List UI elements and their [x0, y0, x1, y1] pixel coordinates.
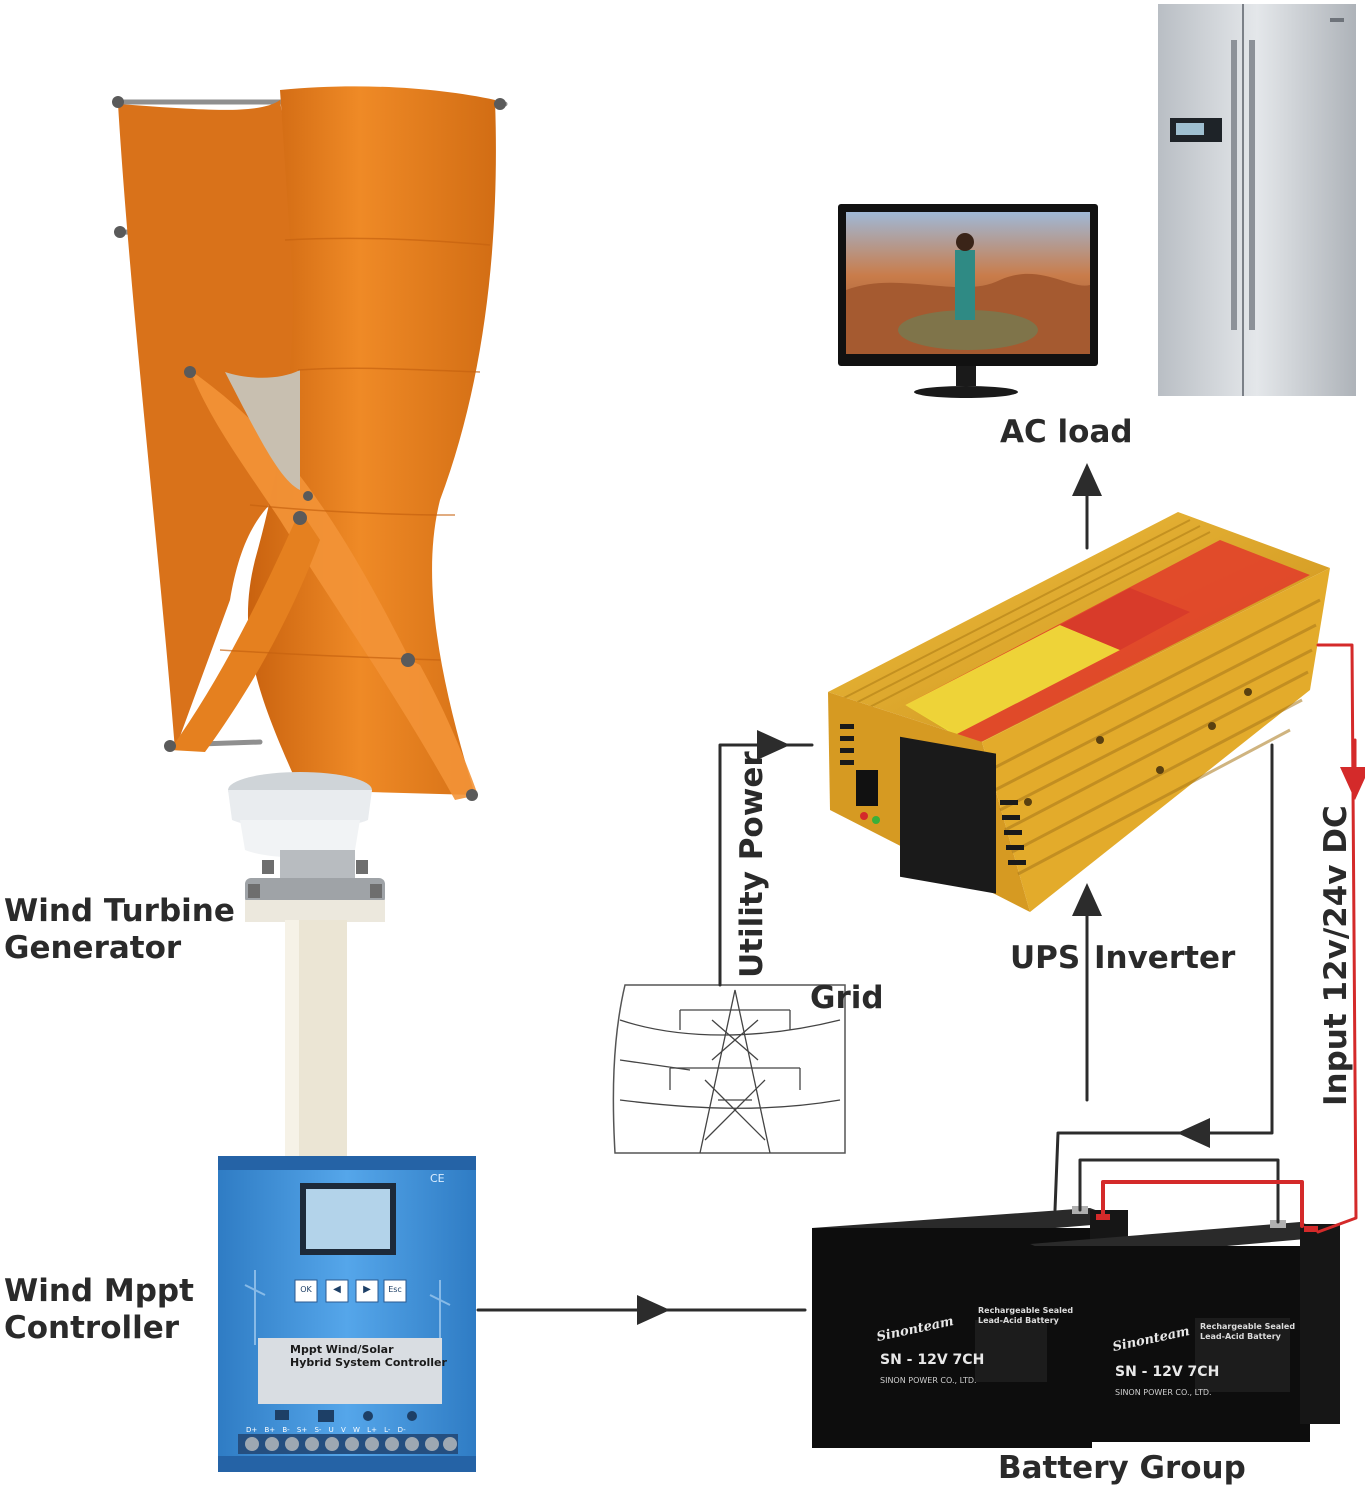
inverter-label: Inverter — [1094, 940, 1236, 976]
battery-type-front-line2: Lead-Acid Battery — [1200, 1332, 1281, 1342]
controller-panel-title-line2: Hybrid System Controller — [290, 1356, 447, 1370]
battery-type-back-line2: Lead-Acid Battery — [978, 1316, 1059, 1326]
battery-type-back: Rechargeable Sealed Lead-Acid Battery — [978, 1306, 1073, 1327]
battery-maker-back: SINON POWER CO., LTD. — [880, 1376, 977, 1385]
battery-group — [812, 1206, 1340, 1448]
wind-turbine-label-line1: Wind Turbine — [4, 893, 235, 929]
power-grid-tower — [612, 984, 846, 1154]
tv-monitor — [838, 204, 1098, 398]
controller-key-ok: OK — [300, 1285, 312, 1294]
ups-label: UPS — [1010, 940, 1081, 976]
battery-maker-front: SINON POWER CO., LTD. — [1115, 1388, 1212, 1397]
input-dc-label: Input 12v/24v DC — [1318, 805, 1354, 1106]
ac-load-label: AC load — [1000, 414, 1133, 450]
controller-key-right: ▶ — [363, 1284, 371, 1295]
controller-label-line1: Wind Mppt — [4, 1273, 194, 1309]
battery-model-back: SN - 12V 7CH — [880, 1352, 985, 1368]
battery-type-front-line1: Rechargeable Sealed — [1200, 1322, 1296, 1331]
controller-key-esc: Esc — [388, 1285, 402, 1294]
wind-turbine — [112, 86, 508, 1170]
controller-label: Wind Mppt Controller — [4, 1273, 194, 1347]
controller-terminal-labels: D+ B+ B- S+ S- U V W L+ L- D- — [246, 1426, 406, 1434]
wind-turbine-label: Wind Turbine Generator — [4, 893, 235, 967]
controller-panel-title-line1: Mppt Wind/Solar — [290, 1343, 394, 1356]
refrigerator — [1158, 4, 1356, 396]
controller-ce-mark: CE — [430, 1172, 445, 1185]
battery-type-front: Rechargeable Sealed Lead-Acid Battery — [1200, 1322, 1295, 1343]
controller-key-left: ◀ — [333, 1284, 341, 1295]
controller-panel-title: Mppt Wind/Solar Hybrid System Controller — [290, 1343, 447, 1369]
ups-inverter — [828, 512, 1330, 912]
grid-label: Grid — [810, 980, 884, 1016]
wind-turbine-label-line2: Generator — [4, 930, 182, 967]
mppt-controller — [218, 1156, 476, 1472]
battery-type-back-line1: Rechargeable Sealed — [978, 1306, 1074, 1315]
controller-label-line2: Controller — [4, 1310, 180, 1347]
battery-group-label: Battery Group — [998, 1450, 1246, 1486]
utility-power-label: Utility Power — [734, 751, 770, 978]
wiring — [476, 463, 1365, 1325]
battery-model-front: SN - 12V 7CH — [1115, 1364, 1220, 1380]
